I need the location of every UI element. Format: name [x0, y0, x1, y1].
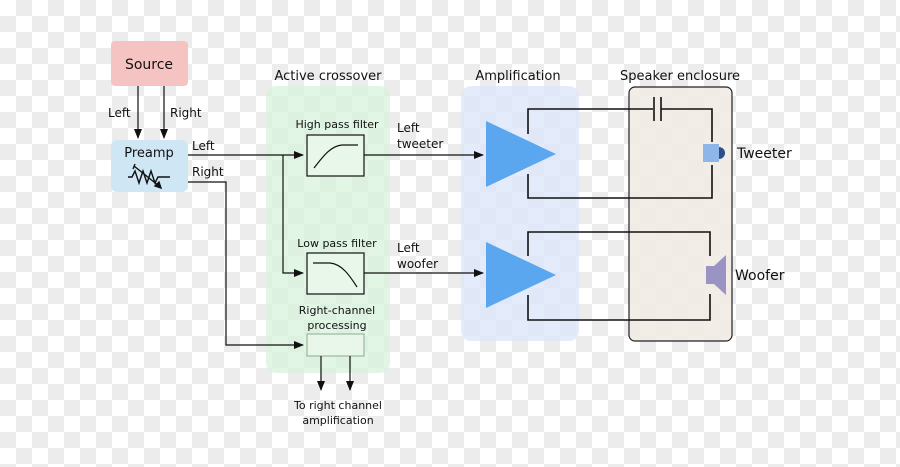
crossover-title: Active crossover: [274, 69, 382, 84]
tweeter-amplifier-icon: [486, 121, 556, 187]
woofer-return-wire: [527, 294, 711, 321]
low-pass-label: Low pass filter: [297, 237, 377, 250]
low-pass-filter-box: [306, 252, 365, 295]
tweeter-label: Tweeter: [736, 146, 792, 162]
amplification-region: [461, 86, 579, 341]
tweeter-icon: [703, 144, 725, 162]
tweeter-return-wire: [527, 165, 713, 199]
preamp-box: [111, 140, 188, 192]
source-box: [111, 41, 188, 86]
woofer-circuit-wire: [527, 231, 711, 256]
source-label: Source: [125, 57, 173, 73]
right-processing-label-1: Right-channel: [299, 304, 375, 317]
to-right-label-2: amplification: [302, 414, 373, 427]
preamp-label: Preamp: [124, 146, 174, 161]
preamp-right-wire: [188, 181, 304, 349]
preamp-left-label: Left: [192, 139, 215, 153]
tweeter-circuit-wire: [527, 108, 653, 134]
left-tweeter-label-2: tweeter: [397, 137, 443, 151]
high-pass-curve-icon: [313, 144, 358, 169]
right-processing-label-2: processing: [307, 319, 366, 332]
high-pass-label: High pass filter: [295, 118, 379, 131]
woofer-amplifier-icon: [486, 242, 556, 308]
high-pass-filter-box: [306, 134, 365, 177]
woofer-label: Woofer: [735, 268, 785, 284]
right-processing-box: [306, 333, 365, 357]
left-woofer-label-2: woofer: [397, 257, 438, 271]
tweeter-circuit-wire-2: [661, 108, 713, 142]
source-right-label: Right: [170, 106, 202, 120]
amplification-title: Amplification: [475, 69, 560, 84]
source-left-label: Left: [108, 106, 131, 120]
enclosure-title: Speaker enclosure: [620, 69, 740, 84]
to-right-label-1: To right channel: [293, 399, 382, 412]
enclosure-region: [628, 86, 733, 342]
left-woofer-label-1: Left: [397, 241, 420, 255]
woofer-icon: [706, 255, 726, 295]
low-pass-curve-icon: [313, 262, 358, 288]
left-to-lowpass-wire: [282, 155, 304, 277]
preamp-right-label: Right: [192, 165, 224, 179]
potentiometer-icon: [128, 163, 170, 190]
left-tweeter-label-1: Left: [397, 121, 420, 135]
